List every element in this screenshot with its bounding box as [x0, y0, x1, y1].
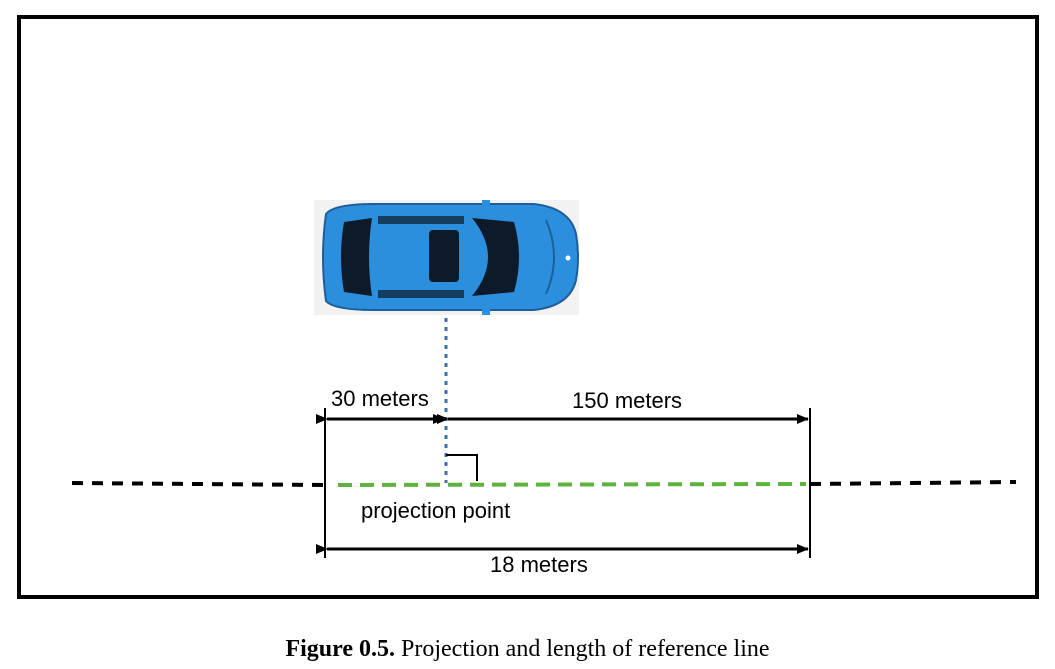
total-length-label: 18 meters — [490, 552, 588, 577]
diagram-frame — [17, 15, 1039, 599]
figure-number: Figure 0.5. — [285, 636, 396, 662]
figure-caption: Figure 0.5. Projection and length of ref… — [0, 636, 1055, 663]
projection-point-label: projection point — [361, 498, 510, 523]
car-top-view-icon — [314, 200, 579, 315]
reference-line-left — [71, 481, 326, 487]
left-distance-label: 30 meters — [331, 386, 429, 411]
right-distance-label: 150 meters — [572, 388, 682, 413]
projected-segment — [337, 482, 807, 487]
right-angle-marker — [446, 454, 478, 481]
reference-line-right — [809, 480, 1017, 486]
figure-caption-text: Projection and length of reference line — [401, 636, 770, 662]
